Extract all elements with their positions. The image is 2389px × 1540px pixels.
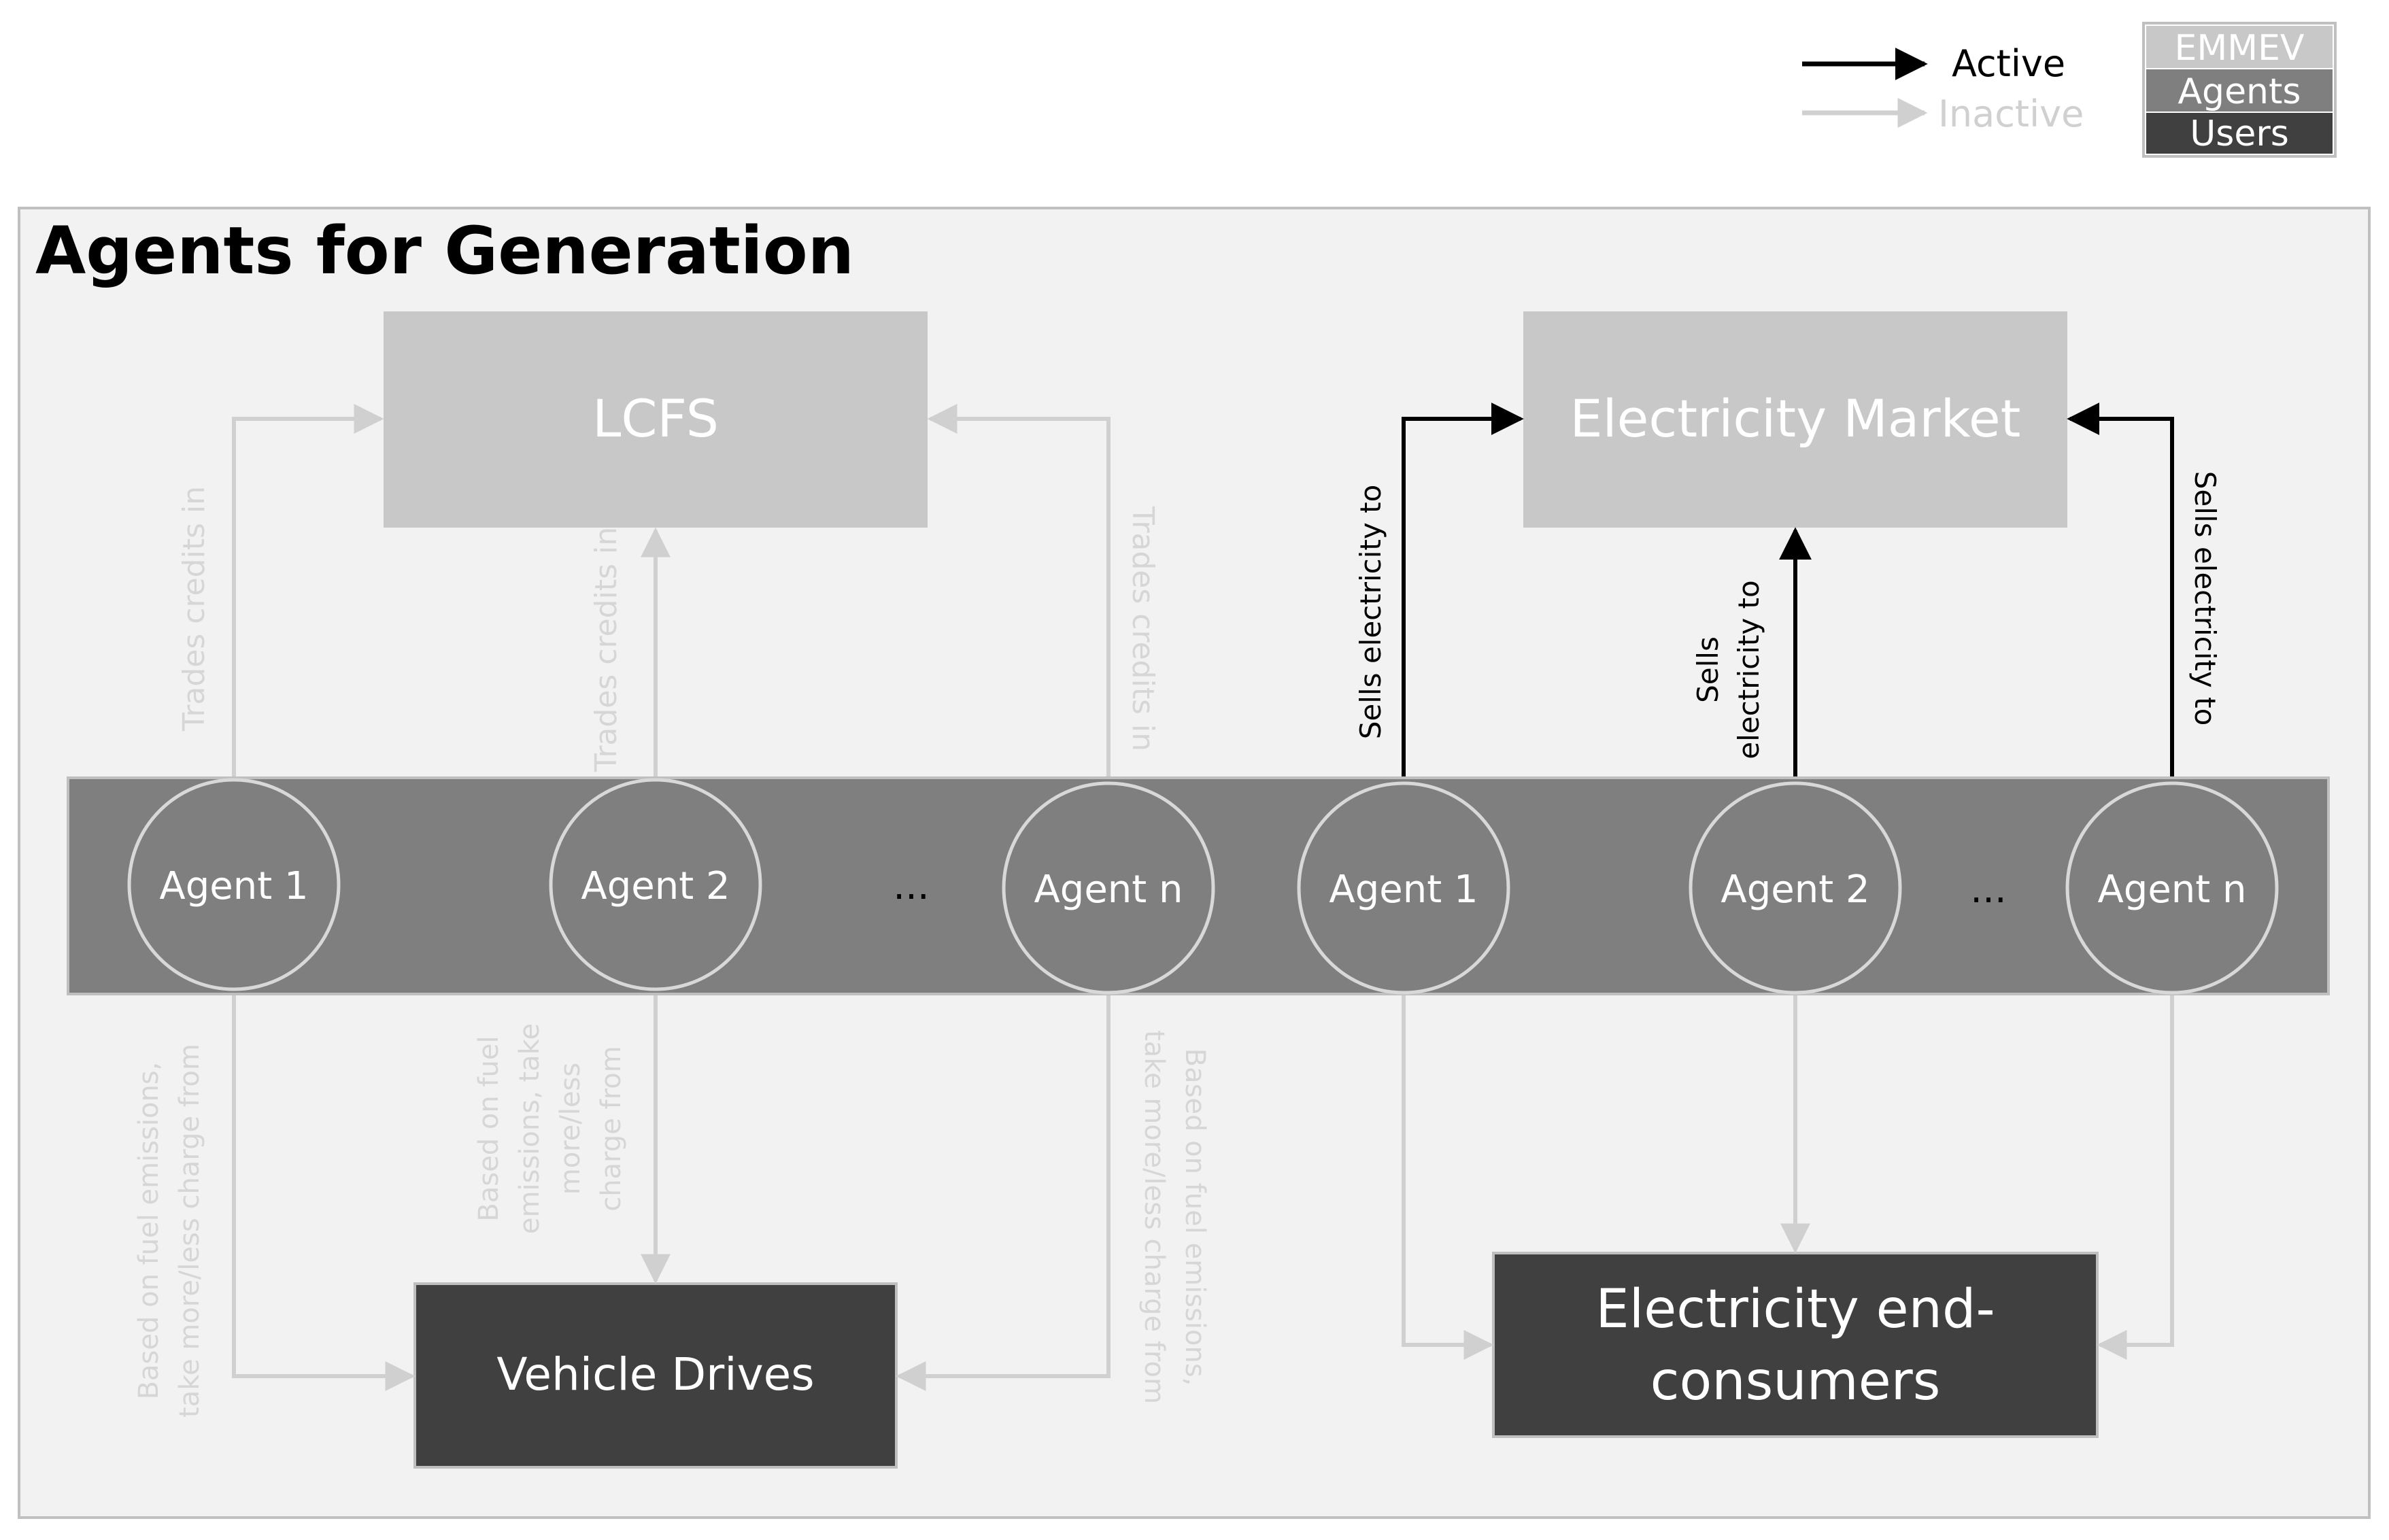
sells-label-ragent1: Sells electricity to [1354,485,1387,740]
edge-ragent1-consumers [1402,990,1494,1360]
agent-right-2: Agent 2 [1689,781,1902,995]
edge-ragentn-consumers [2097,990,2174,1360]
trades-label-agent1: Trades credits in [177,486,211,732]
panel-title: Agents for Generation [35,213,854,289]
agent-left-2: Agent 2 [549,778,762,991]
charge-label-agent2-line1: Based on fuel [473,1036,505,1221]
charge-label-agent2-line4: charge from [596,1046,627,1211]
agent-left-n-label: Agent n [1034,868,1183,912]
trades-label-agentn: Trades credits in [1125,506,1160,751]
agent-left-1-label: Agent 1 [159,864,308,908]
sells-label-ragent2-line1: Sells [1691,636,1725,703]
sells-label-ragentn: Sells electricity to [2188,471,2222,726]
electricity-end-consumers-label-line2: consumers [1650,1351,1941,1412]
lcfs-connectors [232,404,1111,1391]
edge-ragentn-market [2067,403,2174,779]
sells-label-ragent2-line2: electricity to [1732,580,1765,759]
agents-left-ellipsis: ... [893,864,929,908]
edge-agentn-lcfs [927,404,1111,779]
lcfs-box [384,311,928,528]
charge-label-agent1-line2: take more/less charge from [174,1044,205,1418]
vehicle-drives-box [413,1282,898,1469]
legend-key-emmev [2146,26,2333,68]
agent-right-n-label: Agent n [2097,868,2246,912]
agents-right-ellipsis: ... [1970,868,2006,912]
consumer-connectors [1402,990,2174,1360]
agent-right-n: Agent n [2065,781,2279,995]
charge-label-agentn-line2: take more/less charge from [1138,1030,1170,1404]
trades-label-agent2: Trades credits in [589,527,624,772]
agent-left-1: Agent 1 [127,778,341,991]
edge-agent1-vehicle [232,990,416,1391]
agent-right-2-label: Agent 2 [1721,868,1869,912]
agent-left-n: Agent n [1002,781,1215,995]
electricity-market-label: Electricity Market [1570,388,2021,449]
legend-key-emmev-label: EMMEV [2174,28,2304,69]
charge-label-agent2-line2: emissions, take [514,1023,545,1234]
legend-key: EMMEV Agents Users [2142,22,2337,158]
legend-key-users [2146,113,2333,154]
edge-ragent1-market [1402,403,1524,779]
market-connectors [1402,403,2174,779]
legend-active-label: Active [1952,42,2065,85]
charge-label-agentn-line1: Based on fuel emissions, [1179,1048,1210,1386]
charge-label-agent1-line1: Based on fuel emissions, [133,1062,165,1400]
legend: Active Inactive EMMEV Agents Users [1802,22,2337,158]
edge-agentn-vehicle [896,990,1111,1391]
legend-key-users-label: Users [2190,114,2289,154]
electricity-market-box [1523,311,2067,528]
lcfs-label: LCFS [592,388,719,449]
agent-right-1-label: Agent 1 [1329,868,1478,912]
electricity-end-consumers-label-line1: Electricity end- [1595,1279,1995,1340]
agent-left-2-label: Agent 2 [581,864,730,908]
charge-label-agent2-line3: more/less [555,1063,586,1195]
edge-agent1-lcfs [232,404,384,779]
legend-key-agents-label: Agents [2178,71,2301,112]
legend-key-agents [2146,69,2333,112]
legend-inactive-label: Inactive [1938,92,2084,135]
agent-right-1: Agent 1 [1297,781,1510,995]
vehicle-drives-label: Vehicle Drives [496,1348,814,1401]
